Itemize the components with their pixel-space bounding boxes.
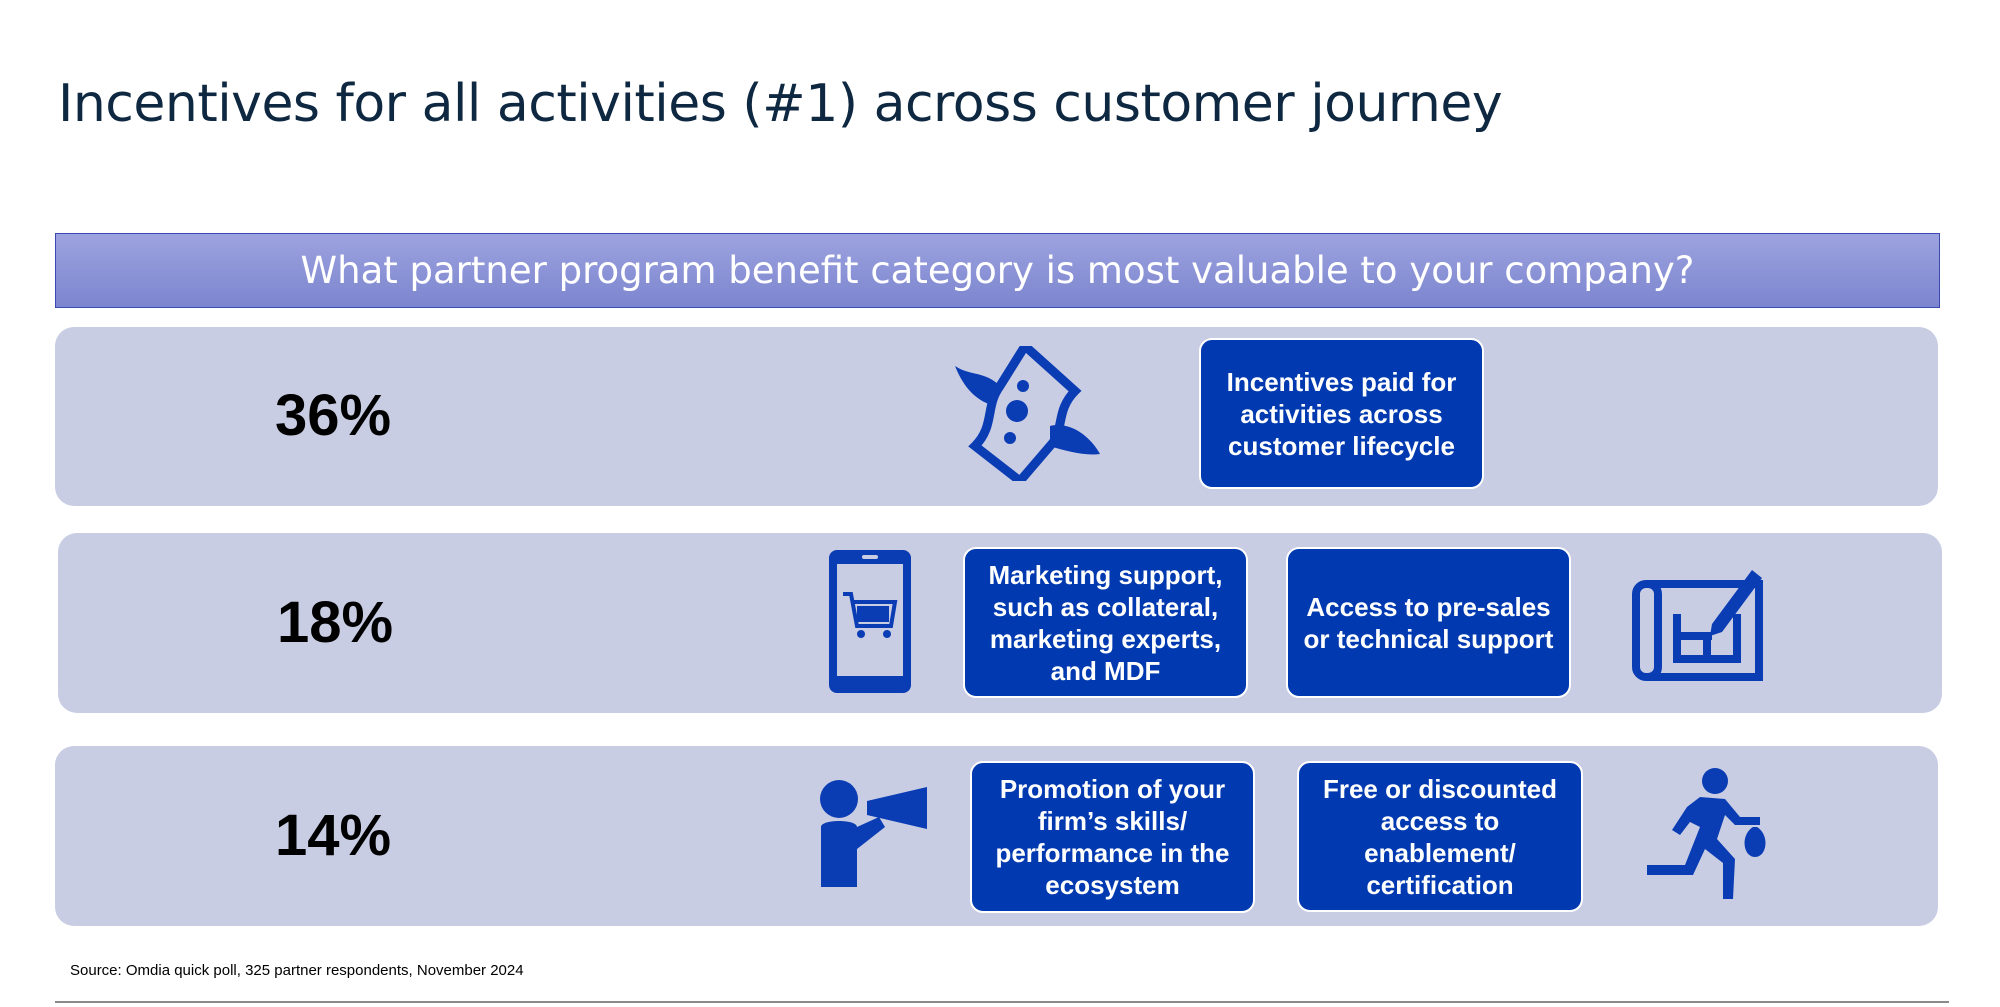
blueprint-pencil-icon	[1632, 564, 1763, 681]
question-banner: What partner program benefit category is…	[55, 233, 1940, 308]
question-text: What partner program benefit category is…	[300, 249, 1695, 292]
benefit-box: Promotion of your firm’s skills/ perform…	[970, 761, 1255, 913]
person-megaphone-icon	[819, 779, 927, 887]
benefit-box: Marketing support, such as collateral, m…	[963, 547, 1248, 698]
benefit-box: Incentives paid for activities across cu…	[1199, 338, 1484, 489]
page-title: Incentives for all activities (#1) acros…	[58, 74, 1503, 134]
percent-label: 14%	[275, 803, 392, 868]
flying-money-icon	[955, 346, 1100, 481]
benefit-box: Free or discounted access to enablement/…	[1297, 761, 1583, 912]
running-man-money-bag-icon	[1645, 767, 1770, 902]
percent-label: 36%	[275, 383, 392, 448]
result-row-1	[55, 327, 1938, 506]
source-note: Source: Omdia quick poll, 325 partner re…	[70, 962, 524, 979]
benefit-box: Access to pre-sales or technical support	[1286, 547, 1571, 698]
percent-label: 18%	[277, 590, 394, 655]
footer-divider	[55, 1001, 1949, 1003]
mobile-shopping-cart-icon	[829, 550, 911, 693]
